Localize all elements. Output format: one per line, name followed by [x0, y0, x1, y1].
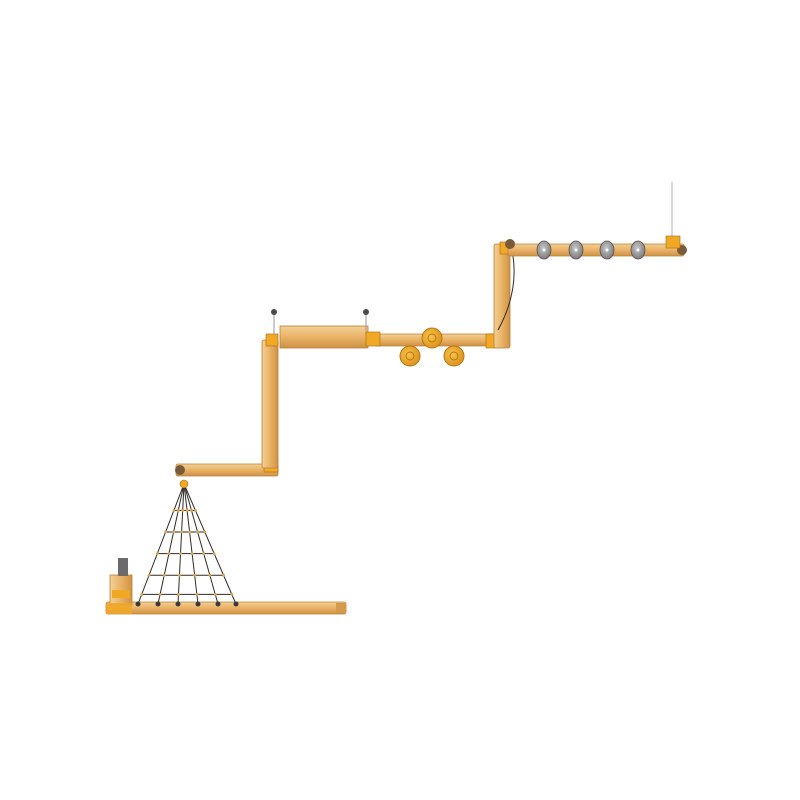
net-knot [178, 573, 181, 577]
top-beam [505, 239, 687, 257]
net-rope [183, 483, 237, 605]
net-knot [190, 552, 194, 555]
disc-center [449, 351, 459, 361]
vertical-beam-right [493, 241, 515, 349]
net-knot [195, 593, 199, 596]
net-knot [167, 552, 171, 555]
ring-hole [574, 248, 578, 252]
net-knot [212, 552, 216, 555]
net-knot [162, 573, 166, 577]
net-knot [196, 530, 200, 534]
ring-hole [542, 248, 546, 252]
disc-center [427, 333, 437, 343]
hanging-rings [536, 240, 646, 260]
net-knot [230, 593, 234, 596]
net-knot [180, 530, 184, 534]
net-knot [185, 509, 189, 512]
net-knot [177, 593, 180, 596]
net-knot [158, 593, 162, 596]
net-knot [147, 573, 151, 577]
stepping-disc [399, 345, 421, 367]
vertical-beam-left [261, 333, 279, 469]
net-knot [172, 530, 176, 534]
net-knot [188, 530, 192, 534]
net-rope [183, 483, 219, 605]
net-anchor [155, 601, 161, 607]
net-knot [190, 509, 193, 512]
ground-beam [105, 601, 347, 615]
disc-center [405, 351, 415, 361]
start-post [106, 558, 133, 614]
net-apex-clamp [179, 479, 189, 489]
net-rope [177, 483, 185, 605]
log-bridge [271, 309, 369, 349]
net-knot [208, 573, 212, 577]
rope-pyramid-net [135, 479, 239, 607]
net-anchor [175, 601, 181, 607]
net-anchor [135, 601, 141, 607]
net-knot [140, 593, 144, 596]
ring-hole [636, 248, 640, 252]
net-knot [181, 509, 185, 512]
net-knot [172, 509, 176, 512]
net-knot [179, 552, 182, 555]
net-knot [213, 593, 217, 596]
net-knot [202, 552, 206, 555]
net-anchor [195, 601, 201, 607]
net-knot [203, 530, 207, 534]
end-post [665, 182, 681, 249]
net-knot [164, 530, 168, 534]
net-rope [157, 483, 185, 605]
ring-hole [605, 248, 609, 252]
net-knot [193, 573, 197, 577]
stepping-discs [399, 327, 465, 367]
net-anchor [233, 601, 239, 607]
net-knot [194, 509, 197, 512]
net-rope [183, 483, 199, 605]
net-anchor [215, 601, 221, 607]
stepping-disc [443, 345, 465, 367]
net-knot [222, 573, 225, 577]
net-knot [155, 552, 159, 555]
net-rope [137, 483, 185, 605]
net-knot [176, 509, 180, 512]
stepping-disc [421, 327, 443, 349]
